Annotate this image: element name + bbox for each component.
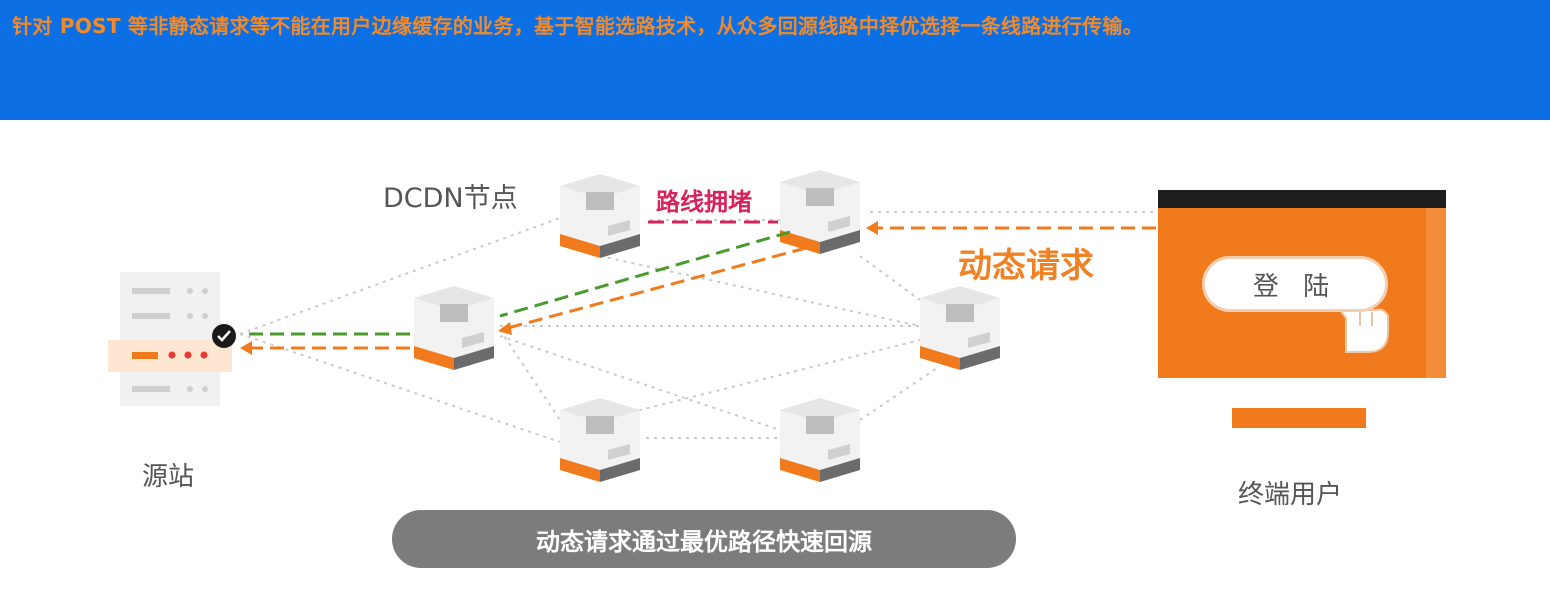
dcdn-node-bottom-left: [560, 398, 640, 482]
congestion-label: 路线拥堵: [656, 188, 752, 216]
dcdn-node-label: DCDN节点: [383, 183, 518, 214]
banner-text: 针对 POST 等非静态请求等不能在用户边缘缓存的业务，基于智能选路技术，从众多…: [12, 14, 1144, 38]
origin-label: 源站: [142, 462, 195, 492]
dynamic-request-label: 动态请求: [958, 246, 1094, 286]
end-user-label: 终端用户: [1238, 480, 1343, 510]
dcdn-node-middle-right: [920, 286, 1000, 370]
dcdn-node-middle-left: [414, 286, 494, 370]
dcdn-node-top-left: [560, 174, 640, 258]
dcdn-node-bottom-right: [780, 398, 860, 482]
top-banner: 针对 POST 等非静态请求等不能在用户边缘缓存的业务，基于智能选路技术，从众多…: [0, 0, 1550, 120]
dcdn-diagram: DCDN节点 路线拥堵 动态请求 登 陆 源站 终端用户 动态请求通过最优路径快…: [0, 120, 1550, 592]
optimal-route-green: [244, 230, 791, 336]
mesh-links: [239, 211, 1155, 443]
dcdn-node-top-right: [780, 170, 860, 254]
origin-server: [108, 272, 232, 406]
request-route-orange: [250, 226, 1156, 350]
caption-pill: 动态请求通过最优路径快速回源: [392, 510, 1016, 568]
login-button[interactable]: 登 陆: [1202, 256, 1388, 312]
check-icon: [212, 324, 236, 348]
arrow-heads: [240, 221, 878, 355]
